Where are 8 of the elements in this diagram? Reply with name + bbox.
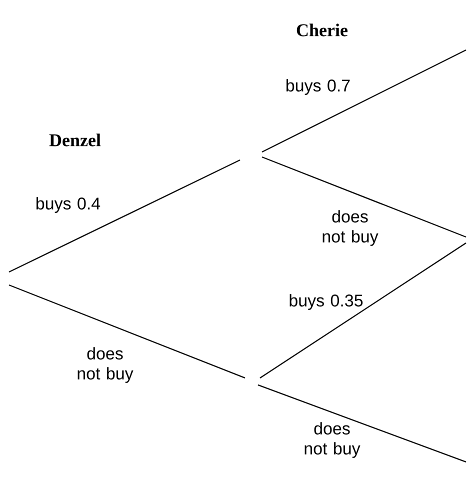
branch-label: buys 0.7: [286, 79, 350, 95]
branch-label: does not buy: [304, 422, 360, 458]
branch-label: does not buy: [322, 210, 378, 246]
stage-heading: Cherie: [296, 24, 348, 36]
branch-label: buys 0.4: [36, 197, 100, 213]
branch-label: does not buy: [78, 347, 134, 383]
branch-label: buys 0.35: [290, 294, 363, 310]
stage-heading: Denzel: [49, 134, 101, 146]
